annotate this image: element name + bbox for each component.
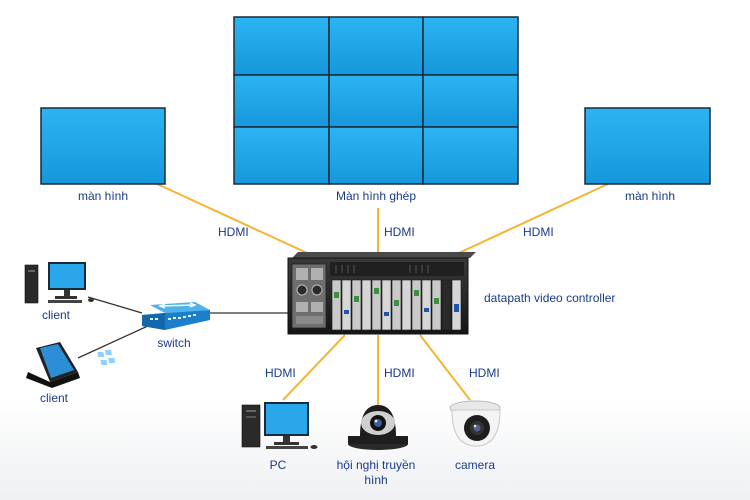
hdmi-label-conference: HDMI	[384, 366, 415, 380]
video-wall-panel	[422, 126, 519, 185]
hdmi-line-right-display	[447, 182, 611, 259]
client-desktop-icon	[24, 262, 94, 304]
hdmi-links	[154, 182, 611, 405]
switch-icon	[142, 302, 210, 330]
hdmi-label-video-wall: HDMI	[384, 225, 415, 239]
video-wall-panel	[422, 16, 519, 76]
video-wall-panel	[233, 126, 330, 185]
right-display	[584, 107, 711, 185]
camera-label: camera	[454, 458, 496, 472]
left-display	[40, 107, 166, 185]
controller-label: datapath video controller	[484, 291, 616, 305]
left-display-label: màn hình	[77, 189, 129, 203]
video-wall-panel	[328, 16, 424, 76]
conference-label: hội nghị truyền hình	[336, 458, 416, 487]
pc-icon	[241, 402, 318, 449]
client-desktop-label: client	[41, 308, 71, 322]
hdmi-label-left-display: HDMI	[218, 225, 249, 239]
video-wall-panel	[328, 126, 424, 185]
conference-camera-icon	[348, 405, 408, 450]
video-wall-panel	[233, 74, 330, 128]
dome-camera-icon	[449, 400, 501, 447]
client-laptop-label: client	[39, 391, 69, 405]
video-wall	[233, 16, 519, 185]
network-line-client-desktop	[87, 296, 143, 314]
client-laptop-icon	[26, 342, 116, 388]
hdmi-label-pc: HDMI	[265, 366, 296, 380]
hdmi-line-camera	[419, 334, 471, 401]
hdmi-line-left-display	[154, 182, 319, 259]
video-wall-panel	[233, 16, 330, 76]
right-display-label: màn hình	[624, 189, 676, 203]
video-wall-panel	[422, 74, 519, 128]
video-wall-panel	[328, 74, 424, 128]
hdmi-line-pc	[282, 334, 346, 401]
hdmi-label-camera: HDMI	[469, 366, 500, 380]
video-controller-icon	[287, 252, 476, 335]
video-wall-label: Màn hình ghép	[335, 189, 417, 203]
network-line-client-laptop	[77, 324, 151, 359]
pc-label: PC	[269, 458, 287, 472]
network-links	[77, 296, 288, 359]
switch-label: switch	[157, 336, 191, 350]
hdmi-label-right-display: HDMI	[523, 225, 554, 239]
